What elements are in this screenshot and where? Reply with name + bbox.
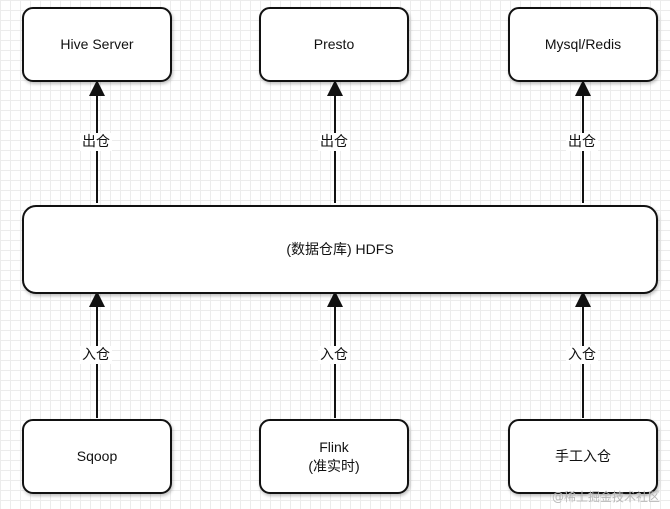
out-label-hive: 出仓 [80, 133, 112, 151]
sqoop-box: Sqoop [22, 419, 172, 494]
flink-box: Flink (准实时) [259, 419, 409, 494]
in-label-sqoop: 入仓 [80, 346, 112, 364]
in-label-manual: 入仓 [566, 346, 598, 364]
mysql-redis-label: Mysql/Redis [544, 36, 622, 52]
presto-box: Presto [259, 7, 409, 82]
in-label-flink: 入仓 [318, 346, 350, 364]
hdfs-warehouse-label: (数据仓库) HDFS [286, 241, 394, 257]
out-label-mysql: 出仓 [566, 133, 598, 151]
out-label-presto: 出仓 [318, 133, 350, 151]
presto-label: Presto [313, 36, 355, 52]
hive-server-label: Hive Server [60, 36, 134, 52]
flink-sublabel: (准实时) [308, 457, 360, 474]
flink-label: Flink [319, 438, 349, 455]
hdfs-warehouse-box: (数据仓库) HDFS [22, 205, 658, 294]
manual-ingest-box: 手工入仓 [508, 419, 658, 494]
hive-server-box: Hive Server [22, 7, 172, 82]
manual-ingest-label: 手工入仓 [555, 448, 611, 464]
mysql-redis-box: Mysql/Redis [508, 7, 658, 82]
sqoop-label: Sqoop [76, 448, 118, 464]
watermark: @稀土掘金技术社区 [551, 490, 660, 504]
